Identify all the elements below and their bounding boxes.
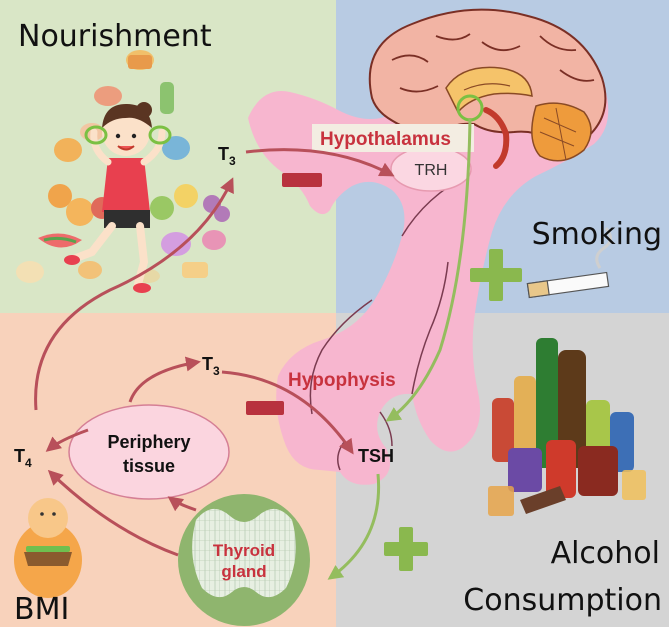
arrow-thyroid-to-periphery bbox=[167, 496, 197, 512]
arrow-tsh-to-thyroid bbox=[327, 473, 381, 580]
hypothalamus-banner bbox=[312, 124, 474, 152]
hormone-arrows bbox=[34, 117, 472, 580]
brain-illustration bbox=[368, 8, 607, 169]
bmi-label: BMI bbox=[14, 592, 69, 627]
arrow-hypothalamus-to-tsh bbox=[385, 117, 472, 422]
t3-label-upper: T3 bbox=[218, 144, 236, 168]
arrow-t3-to-tsh bbox=[221, 370, 354, 455]
thyroid-label-line1: Thyroid bbox=[213, 541, 275, 560]
alcohol-label: Alcohol bbox=[551, 536, 660, 571]
cigarette-illustration bbox=[526, 227, 612, 299]
bmi-person-illustration bbox=[14, 498, 82, 598]
girl-figure bbox=[64, 102, 172, 293]
trh-label: TRH bbox=[415, 162, 448, 179]
minus-sign-upper bbox=[282, 173, 322, 187]
arrow-periphery-to-t4 bbox=[45, 428, 89, 452]
hypophysis-label: Hypophysis bbox=[288, 370, 396, 391]
smoking-label: Smoking bbox=[532, 217, 662, 252]
plus-sign-smoking bbox=[470, 249, 522, 301]
thyroid-label-line2: gland bbox=[221, 562, 266, 581]
consumption-label: Consumption bbox=[463, 583, 662, 618]
arrow-periphery-to-t3 bbox=[128, 356, 201, 403]
plus-sign-alcohol bbox=[384, 527, 428, 571]
periphery-tissue-node bbox=[68, 404, 230, 500]
t3-label-lower: T3 bbox=[202, 354, 220, 378]
t4-label: T4 bbox=[14, 446, 32, 470]
periphery-label-line2: tissue bbox=[123, 456, 175, 476]
minus-sign-lower bbox=[246, 401, 284, 415]
hypothalamus-label: Hypothalamus bbox=[320, 129, 451, 150]
nourishment-label: Nourishment bbox=[18, 19, 212, 54]
arrow-t3-to-trh bbox=[245, 148, 395, 177]
arrow-thyroid-to-t4 bbox=[47, 469, 179, 557]
periphery-label-line1: Periphery bbox=[107, 432, 190, 452]
alcohol-bottles-illustration bbox=[488, 338, 646, 516]
thyroid-gland bbox=[178, 494, 310, 626]
tsh-label: TSH bbox=[358, 446, 394, 466]
arrow-t4-to-t3-hypothalamus bbox=[34, 177, 234, 411]
